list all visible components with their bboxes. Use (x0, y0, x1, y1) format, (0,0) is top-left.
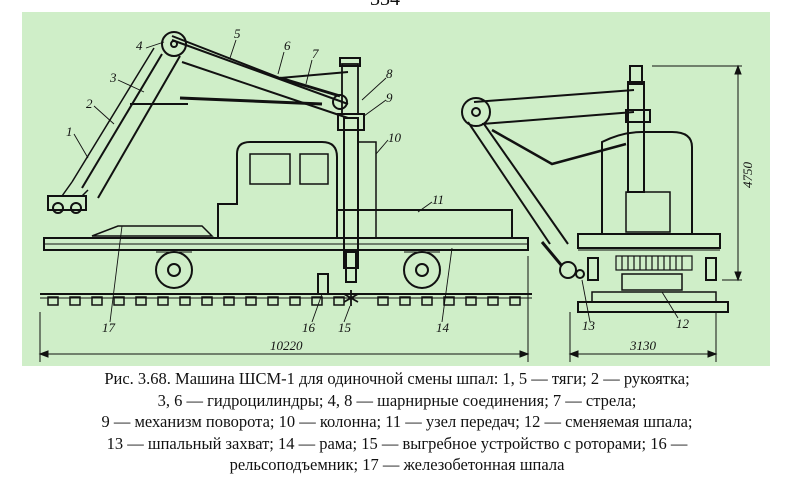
figure-caption: Рис. 3.68. Машина ШСМ-1 для одиночной см… (10, 368, 784, 476)
label-9: 9 (386, 90, 393, 105)
sleeper-grip (47, 195, 87, 211)
rail-lifter (317, 273, 329, 295)
concrete-sleeper (91, 225, 214, 237)
label-7: 7 (312, 46, 319, 61)
caption-line-5: рельсоподъемник; 17 — железобетонная шпа… (229, 455, 565, 474)
cabin (217, 141, 338, 238)
leader-lines (73, 39, 679, 323)
dimension-length: 10220 (270, 338, 303, 353)
label-14: 14 (436, 320, 450, 335)
label-2: 2 (86, 96, 93, 111)
label-15: 15 (338, 320, 352, 335)
label-6: 6 (284, 38, 291, 53)
label-12: 12 (676, 316, 690, 331)
column (343, 117, 359, 269)
joint-top-left (161, 31, 187, 57)
transmission-unit (336, 209, 513, 238)
dimension-height: 4750 (740, 162, 755, 189)
label-10: 10 (388, 130, 402, 145)
end-view-joint (461, 97, 491, 127)
end-view-frame (577, 233, 721, 249)
label-5: 5 (234, 26, 241, 41)
wheel-front (155, 251, 193, 289)
label-13: 13 (582, 318, 596, 333)
caption-line-3: 9 — механизм поворота; 10 — колонна; 11 … (101, 412, 693, 431)
label-16: 16 (302, 320, 316, 335)
end-view-grip (559, 261, 577, 279)
page-number: 334 (370, 0, 400, 11)
caption-line-1: Рис. 3.68. Машина ШСМ-1 для одиночной см… (104, 369, 690, 388)
dimension-width: 3130 (629, 338, 657, 353)
end-view-rotors (615, 255, 693, 271)
label-17: 17 (102, 320, 116, 335)
dimension-lines (38, 64, 742, 362)
label-1: 1 (66, 124, 73, 139)
end-view-body (601, 131, 693, 234)
sleepers-row (47, 296, 521, 306)
machine-drawing: 1 2 3 4 5 6 7 8 9 10 11 12 13 14 15 16 1… (22, 12, 770, 366)
end-view-track (577, 301, 729, 313)
machine-drawing-svg: 1 2 3 4 5 6 7 8 9 10 11 12 13 14 15 16 1… (38, 26, 755, 362)
label-11: 11 (432, 192, 444, 207)
label-3: 3 (109, 70, 117, 85)
caption-line-4: 13 — шпальный захват; 14 — рама; 15 — вы… (106, 433, 688, 453)
wheel-rear (403, 251, 441, 289)
label-8: 8 (386, 66, 393, 81)
caption-line-2: 3, 6 — гидроцилиндры; 4, 8 — шарнирные с… (157, 390, 637, 410)
label-4: 4 (136, 38, 143, 53)
rotor-digger (343, 290, 359, 306)
end-view-column (627, 81, 645, 193)
